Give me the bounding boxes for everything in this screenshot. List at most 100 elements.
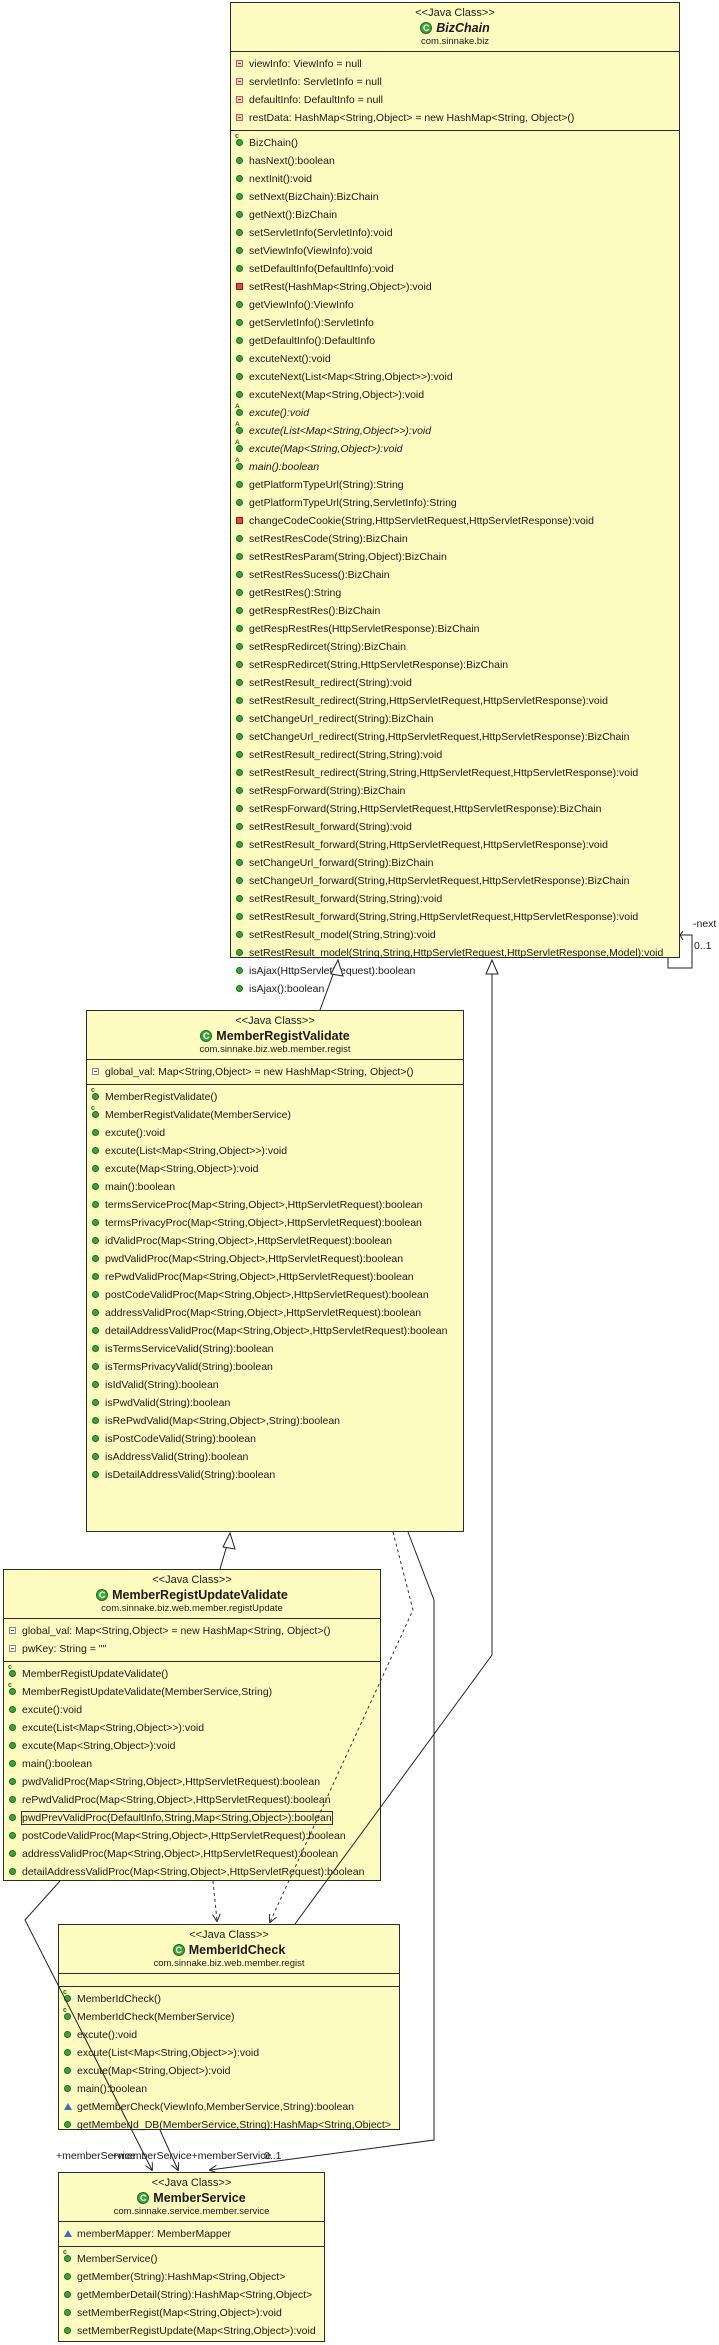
method-row[interactable]: pwdValidProc(Map<String,Object>,HttpServ… <box>87 1250 463 1268</box>
field-row[interactable]: restData: HashMap<String,Object> = new H… <box>231 109 679 127</box>
method-row[interactable]: setMemberRegist(Map<String,Object>):void <box>59 2304 324 2322</box>
method-row[interactable]: excute(Map<String,Object>):void <box>59 2062 399 2080</box>
method-row[interactable]: MemberRegistUpdateValidate(MemberService… <box>4 1682 380 1701</box>
method-row[interactable]: detailAddressValidProc(Map<String,Object… <box>4 1863 380 1881</box>
method-row[interactable]: setRespForward(String):BizChain <box>231 782 679 800</box>
method-row[interactable]: getDefaultInfo():DefaultInfo <box>231 332 679 350</box>
method-row[interactable]: isAddressValid(String):boolean <box>87 1448 463 1466</box>
method-row[interactable]: setRestResParam(String,Object):BizChain <box>231 548 679 566</box>
method-row[interactable]: hasNext():boolean <box>231 152 679 170</box>
method-row[interactable]: getMemberId_DB(MemberService,String):Has… <box>59 2116 399 2134</box>
method-row[interactable]: isRePwdValid(Map<String,Object>,String):… <box>87 1412 463 1430</box>
method-row[interactable]: nextInit():void <box>231 170 679 188</box>
method-row[interactable]: excuteNext(Map<String,Object>):void <box>231 386 679 404</box>
method-row[interactable]: setRestResult_redirect(String,String,Htt… <box>231 764 679 782</box>
method-row[interactable]: idValidProc(Map<String,Object>,HttpServl… <box>87 1232 463 1250</box>
method-row[interactable]: excute(List<Map<String,Object>>):void <box>231 421 679 440</box>
method-row[interactable]: getRespRestRes(HttpServletResponse):BizC… <box>231 620 679 638</box>
method-row[interactable]: getServletInfo():ServletInfo <box>231 314 679 332</box>
method-row[interactable]: isPostCodeValid(String):boolean <box>87 1430 463 1448</box>
method-row[interactable]: setChangeUrl_redirect(String,HttpServlet… <box>231 728 679 746</box>
method-row[interactable]: isIdValid(String):boolean <box>87 1376 463 1394</box>
method-row[interactable]: setRestResult_forward(String,HttpServlet… <box>231 836 679 854</box>
field-row[interactable]: global_val: Map<String,Object> = new Has… <box>4 1622 380 1640</box>
method-row[interactable]: excuteNext():void <box>231 350 679 368</box>
method-row[interactable]: getPlatformTypeUrl(String):String <box>231 476 679 494</box>
method-row[interactable]: excute(Map<String,Object>):void <box>4 1737 380 1755</box>
method-row[interactable]: addressValidProc(Map<String,Object>,Http… <box>4 1845 380 1863</box>
method-row[interactable]: isAjax():boolean <box>231 980 679 998</box>
method-row[interactable]: getMember(String):HashMap<String,Object> <box>59 2268 324 2286</box>
method-row[interactable]: setRestResult_redirect(String,String):vo… <box>231 746 679 764</box>
method-row[interactable]: excute():void <box>231 403 679 422</box>
method-row[interactable]: getPlatformTypeUrl(String,ServletInfo):S… <box>231 494 679 512</box>
method-row[interactable]: isPwdValid(String):boolean <box>87 1394 463 1412</box>
field-row[interactable]: defaultInfo: DefaultInfo = null <box>231 91 679 109</box>
method-row[interactable]: excute(List<Map<String,Object>>):void <box>87 1142 463 1160</box>
method-row[interactable]: termsServiceProc(Map<String,Object>,Http… <box>87 1196 463 1214</box>
method-row[interactable]: setRestResult_forward(String):void <box>231 818 679 836</box>
field-row[interactable]: memberMapper: MemberMapper <box>59 2225 324 2243</box>
method-row[interactable]: MemberRegistValidate(MemberService) <box>87 1105 463 1124</box>
method-row[interactable]: MemberIdCheck() <box>59 1989 399 2008</box>
method-row[interactable]: getRespRestRes():BizChain <box>231 602 679 620</box>
method-row[interactable]: excute(List<Map<String,Object>>):void <box>4 1719 380 1737</box>
method-row[interactable]: MemberIdCheck(MemberService) <box>59 2007 399 2026</box>
method-row[interactable]: rePwdValidProc(Map<String,Object>,HttpSe… <box>4 1791 380 1809</box>
method-row[interactable]: setRespForward(String,HttpServletRequest… <box>231 800 679 818</box>
method-row[interactable]: setRestResSucess():BizChain <box>231 566 679 584</box>
method-row[interactable]: changeCodeCookie(String,HttpServletReque… <box>231 512 679 530</box>
method-row[interactable]: setNext(BizChain):BizChain <box>231 188 679 206</box>
method-row[interactable]: isTermsServiceValid(String):boolean <box>87 1340 463 1358</box>
method-row[interactable]: setRestResult_model(String,String,HttpSe… <box>231 944 679 962</box>
method-row[interactable]: MemberService() <box>59 2249 324 2268</box>
method-row[interactable]: isDetailAddressValid(String):boolean <box>87 1466 463 1484</box>
method-row[interactable]: getNext():BizChain <box>231 206 679 224</box>
method-row[interactable]: detailAddressValidProc(Map<String,Object… <box>87 1322 463 1340</box>
method-row[interactable]: main():boolean <box>59 2080 399 2098</box>
method-row[interactable]: getRestRes():String <box>231 584 679 602</box>
method-row[interactable]: setChangeUrl_redirect(String):BizChain <box>231 710 679 728</box>
method-row[interactable]: postCodeValidProc(Map<String,Object>,Htt… <box>4 1827 380 1845</box>
method-row[interactable]: isTermsPrivacyValid(String):boolean <box>87 1358 463 1376</box>
method-row[interactable]: rePwdValidProc(Map<String,Object>,HttpSe… <box>87 1268 463 1286</box>
method-row[interactable]: BizChain() <box>231 133 679 152</box>
method-row[interactable]: setChangeUrl_forward(String,HttpServletR… <box>231 872 679 890</box>
method-row[interactable]: setRestResult_forward(String,String):voi… <box>231 890 679 908</box>
method-row[interactable]: excute(List<Map<String,Object>>):void <box>59 2044 399 2062</box>
method-row[interactable]: getMemberDetail(String):HashMap<String,O… <box>59 2286 324 2304</box>
method-row[interactable]: excute():void <box>4 1701 380 1719</box>
method-row[interactable]: main():boolean <box>231 457 679 476</box>
method-row[interactable]: setRespRedircet(String):BizChain <box>231 638 679 656</box>
method-row[interactable]: termsPrivacyProc(Map<String,Object>,Http… <box>87 1214 463 1232</box>
method-row[interactable]: MemberRegistValidate() <box>87 1087 463 1106</box>
method-row[interactable]: setRestResult_model(String,String):void <box>231 926 679 944</box>
method-row[interactable]: excute():void <box>59 2026 399 2044</box>
method-row[interactable]: addressValidProc(Map<String,Object>,Http… <box>87 1304 463 1322</box>
method-row[interactable]: MemberRegistUpdateValidate() <box>4 1664 380 1683</box>
method-row[interactable]: setViewInfo(ViewInfo):void <box>231 242 679 260</box>
method-row[interactable]: setServletInfo(ServletInfo):void <box>231 224 679 242</box>
method-row[interactable]: pwdValidProc(Map<String,Object>,HttpServ… <box>4 1773 380 1791</box>
method-row[interactable]: setRest(HashMap<String,Object>):void <box>231 278 679 296</box>
method-row[interactable]: getViewInfo():ViewInfo <box>231 296 679 314</box>
method-row[interactable]: setRestResult_redirect(String,HttpServle… <box>231 692 679 710</box>
method-row[interactable]: excuteNext(List<Map<String,Object>>):voi… <box>231 368 679 386</box>
method-row[interactable]: excute(Map<String,Object>):void <box>87 1160 463 1178</box>
field-row[interactable]: global_val: Map<String,Object> = new Has… <box>87 1063 463 1081</box>
method-row[interactable]: excute():void <box>87 1124 463 1142</box>
field-row[interactable]: servletInfo: ServletInfo = null <box>231 73 679 91</box>
method-row[interactable]: main():boolean <box>87 1178 463 1196</box>
field-row[interactable]: viewInfo: ViewInfo = null <box>231 55 679 73</box>
field-row[interactable]: pwKey: String = "" <box>4 1640 380 1658</box>
method-row[interactable]: setRestResult_redirect(String):void <box>231 674 679 692</box>
method-row[interactable]: setChangeUrl_forward(String):BizChain <box>231 854 679 872</box>
method-row[interactable]: postCodeValidProc(Map<String,Object>,Htt… <box>87 1286 463 1304</box>
method-row[interactable]: setRespRedircet(String,HttpServletRespon… <box>231 656 679 674</box>
method-row[interactable]: setRestResult_forward(String,String,Http… <box>231 908 679 926</box>
